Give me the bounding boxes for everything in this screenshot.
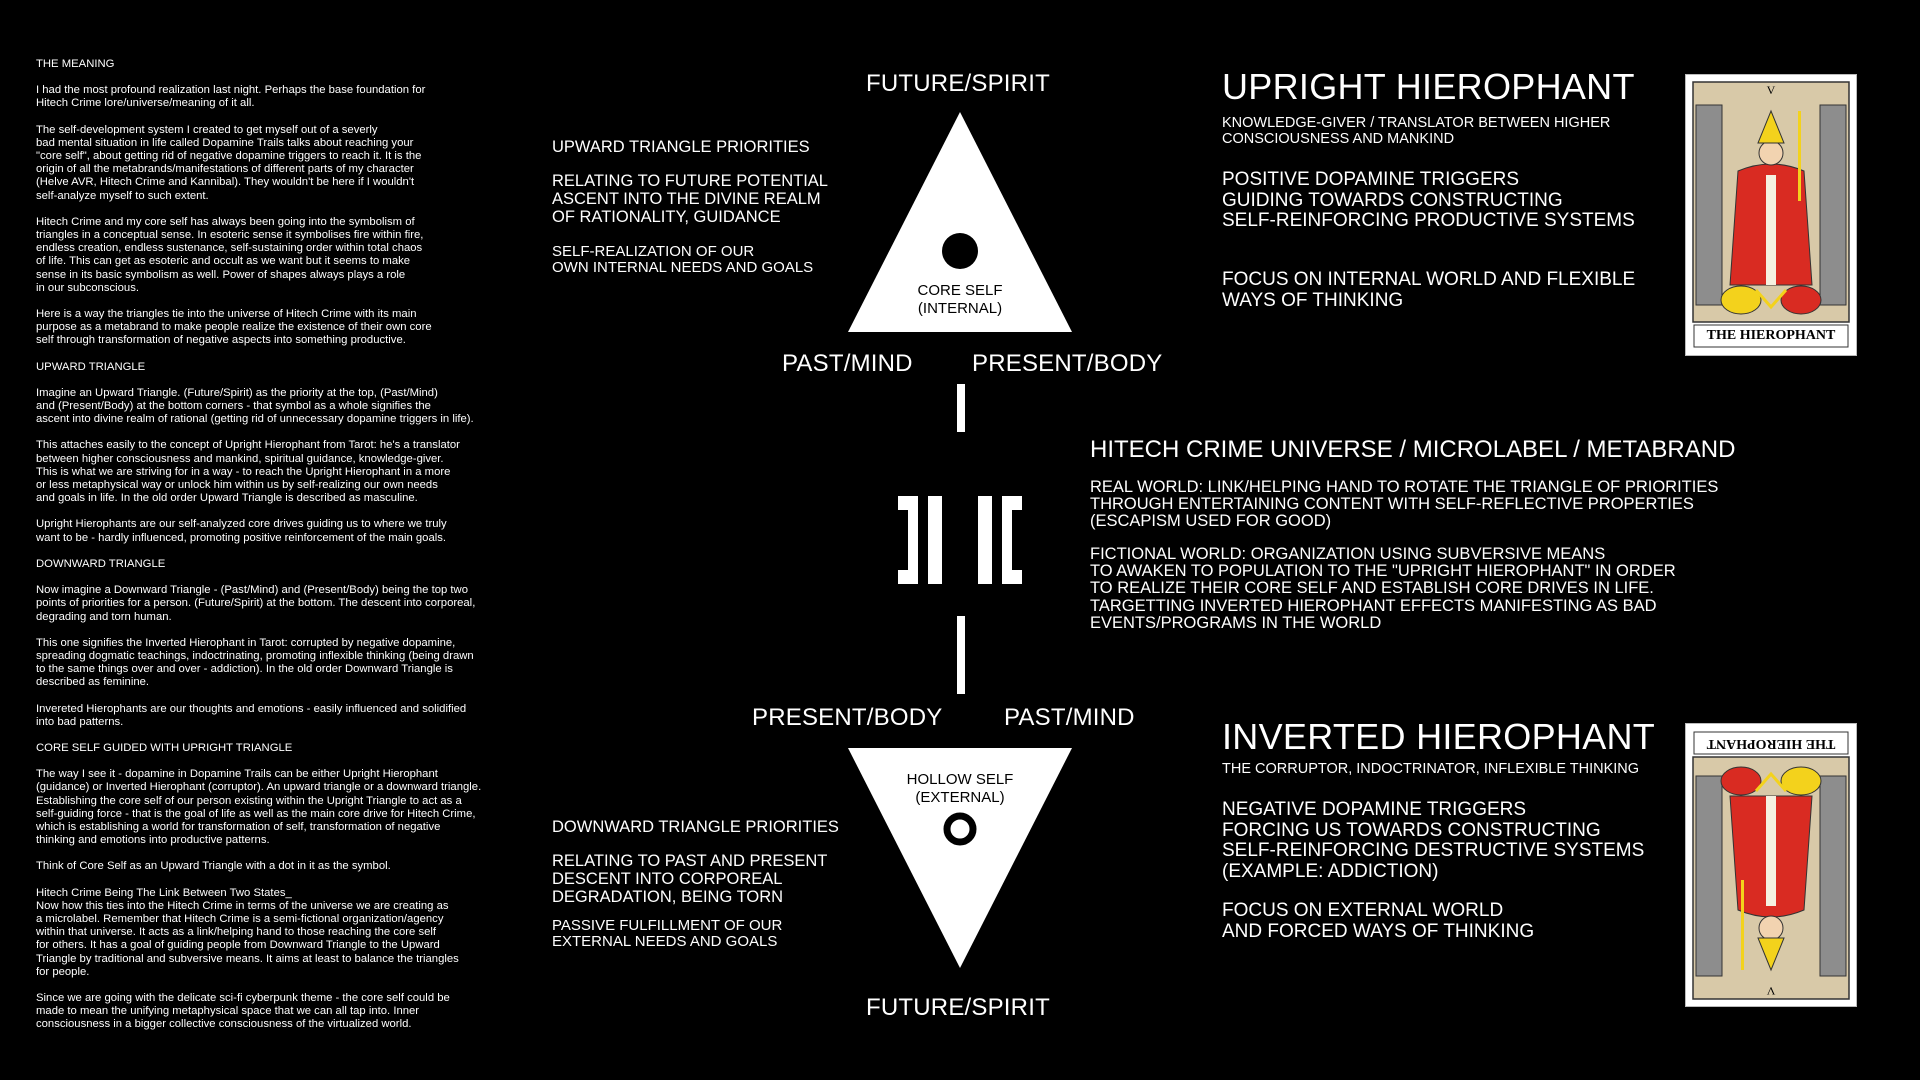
- connector-bar-bottom: [957, 616, 965, 694]
- universe-title: HITECH CRIME UNIVERSE / MICROLABEL / MET…: [1090, 436, 1736, 463]
- inverted-subtitle: THE CORRUPTOR, INDOCTRINATOR, INFLEXIBLE…: [1222, 761, 1640, 777]
- upward-priorities-title: UPWARD TRIANGLE PRIORITIES: [552, 138, 810, 156]
- essay-paragraph: Here is a way the triangles tie into the…: [36, 308, 432, 347]
- card-numeral: V: [1766, 83, 1776, 97]
- essay-heading: THE MEANING: [36, 58, 115, 70]
- inverted-title: INVERTED HIEROPHANT: [1222, 716, 1656, 757]
- essay-subheading: CORE SELF GUIDED WITH UPRIGHT TRIANGLE: [36, 741, 293, 754]
- essay-paragraph: Hitech Crime Being The Link Between Two …: [36, 886, 459, 978]
- lower-bottom-label: FUTURE/SPIRIT: [866, 994, 1050, 1021]
- upright-hierophant-card: V THE HIEROPHANT: [1685, 74, 1857, 356]
- upper-left-label: PAST/MIND: [782, 350, 913, 377]
- downward-priorities-title: DOWNWARD TRIANGLE PRIORITIES: [552, 818, 839, 836]
- upright-dopamine-text: POSITIVE DOPAMINE TRIGGERS GUIDING TOWAR…: [1222, 169, 1635, 231]
- upward-priorities-text: RELATING TO FUTURE POTENTIAL ASCENT INTO…: [552, 172, 828, 226]
- inverted-card-rotator: V THE HIEROPHANT: [1686, 724, 1856, 1006]
- card-caption: THE HIEROPHANT: [1706, 736, 1836, 751]
- essay-paragraph: I had the most profound realization last…: [36, 84, 426, 110]
- downward-priorities-sub: PASSIVE FULFILLMENT OF OUR EXTERNAL NEED…: [552, 917, 783, 950]
- inverted-dopamine-text: NEGATIVE DOPAMINE TRIGGERS FORCING US TO…: [1222, 799, 1645, 882]
- upward-triangle: [848, 112, 1072, 332]
- lower-right-label: PAST/MIND: [1004, 704, 1135, 731]
- inverted-focus-text: FOCUS ON EXTERNAL WORLD AND FORCED WAYS …: [1222, 900, 1535, 942]
- hollow-self-ring: [943, 812, 977, 846]
- essay-paragraph: Think of Core Self as an Upward Triangle…: [36, 860, 391, 873]
- hierophant-card-art-inverted: [1692, 731, 1850, 1000]
- universe-fictional-world: FICTIONAL WORLD: ORGANIZATION USING SUBV…: [1090, 545, 1676, 632]
- upper-right-label: PRESENT/BODY: [972, 350, 1163, 377]
- hierophant-card-art: [1692, 81, 1850, 348]
- universe-real-world: REAL WORLD: LINK/HELPING HAND TO ROTATE …: [1090, 478, 1719, 531]
- upper-top-label: FUTURE/SPIRIT: [866, 70, 1050, 97]
- upright-subtitle: KNOWLEDGE-GIVER / TRANSLATOR BETWEEN HIG…: [1222, 115, 1611, 147]
- upright-title: UPRIGHT HIEROPHANT: [1222, 66, 1635, 107]
- inverted-hierophant-card: V THE HIEROPHANT: [1685, 723, 1857, 1007]
- essay-subheading: DOWNWARD TRIANGLE: [36, 557, 166, 570]
- essay-paragraph: Invereted Hierophants are our thoughts a…: [36, 702, 467, 728]
- essay-subheading: UPWARD TRIANGLE: [36, 360, 146, 373]
- hitech-crime-logo-icon: [898, 496, 1022, 584]
- connector-bar-top: [957, 384, 965, 432]
- essay-paragraph: The self-development system I created to…: [36, 123, 422, 202]
- upward-priorities-sub: SELF-REALIZATION OF OUR OWN INTERNAL NEE…: [552, 243, 814, 276]
- essay-paragraph: The way I see it - dopamine in Dopamine …: [36, 768, 482, 847]
- card-caption: THE HIEROPHANT: [1706, 328, 1836, 343]
- essay-paragraph: This attaches easily to the concept of U…: [36, 439, 460, 505]
- core-self-label: CORE SELF (INTERNAL): [917, 282, 1003, 317]
- essay-paragraph: Imagine an Upward Triangle. (Future/Spir…: [36, 386, 474, 426]
- essay-paragraph: Since we are going with the delicate sci…: [36, 991, 450, 1031]
- essay-paragraph: Hitech Crime and my core self has always…: [36, 215, 424, 294]
- downward-priorities-text: RELATING TO PAST AND PRESENT DESCENT INT…: [552, 852, 828, 906]
- essay-paragraph: Now imagine a Downward Triangle - (Past/…: [36, 584, 476, 623]
- card-numeral: V: [1766, 984, 1776, 998]
- essay-paragraph: Upright Hierophants are our self-analyze…: [36, 518, 447, 544]
- essay-paragraph: This one signifies the Inverted Hieropha…: [36, 636, 474, 689]
- essay-column: THE MEANING I had the most profound real…: [36, 58, 536, 1045]
- upright-focus-text: FOCUS ON INTERNAL WORLD AND FLEXIBLE WAY…: [1222, 269, 1636, 311]
- hollow-self-label: HOLLOW SELF (EXTERNAL): [906, 771, 1014, 806]
- downward-triangle: [848, 748, 1072, 968]
- lower-left-label: PRESENT/BODY: [752, 704, 943, 731]
- core-self-dot: [942, 233, 978, 269]
